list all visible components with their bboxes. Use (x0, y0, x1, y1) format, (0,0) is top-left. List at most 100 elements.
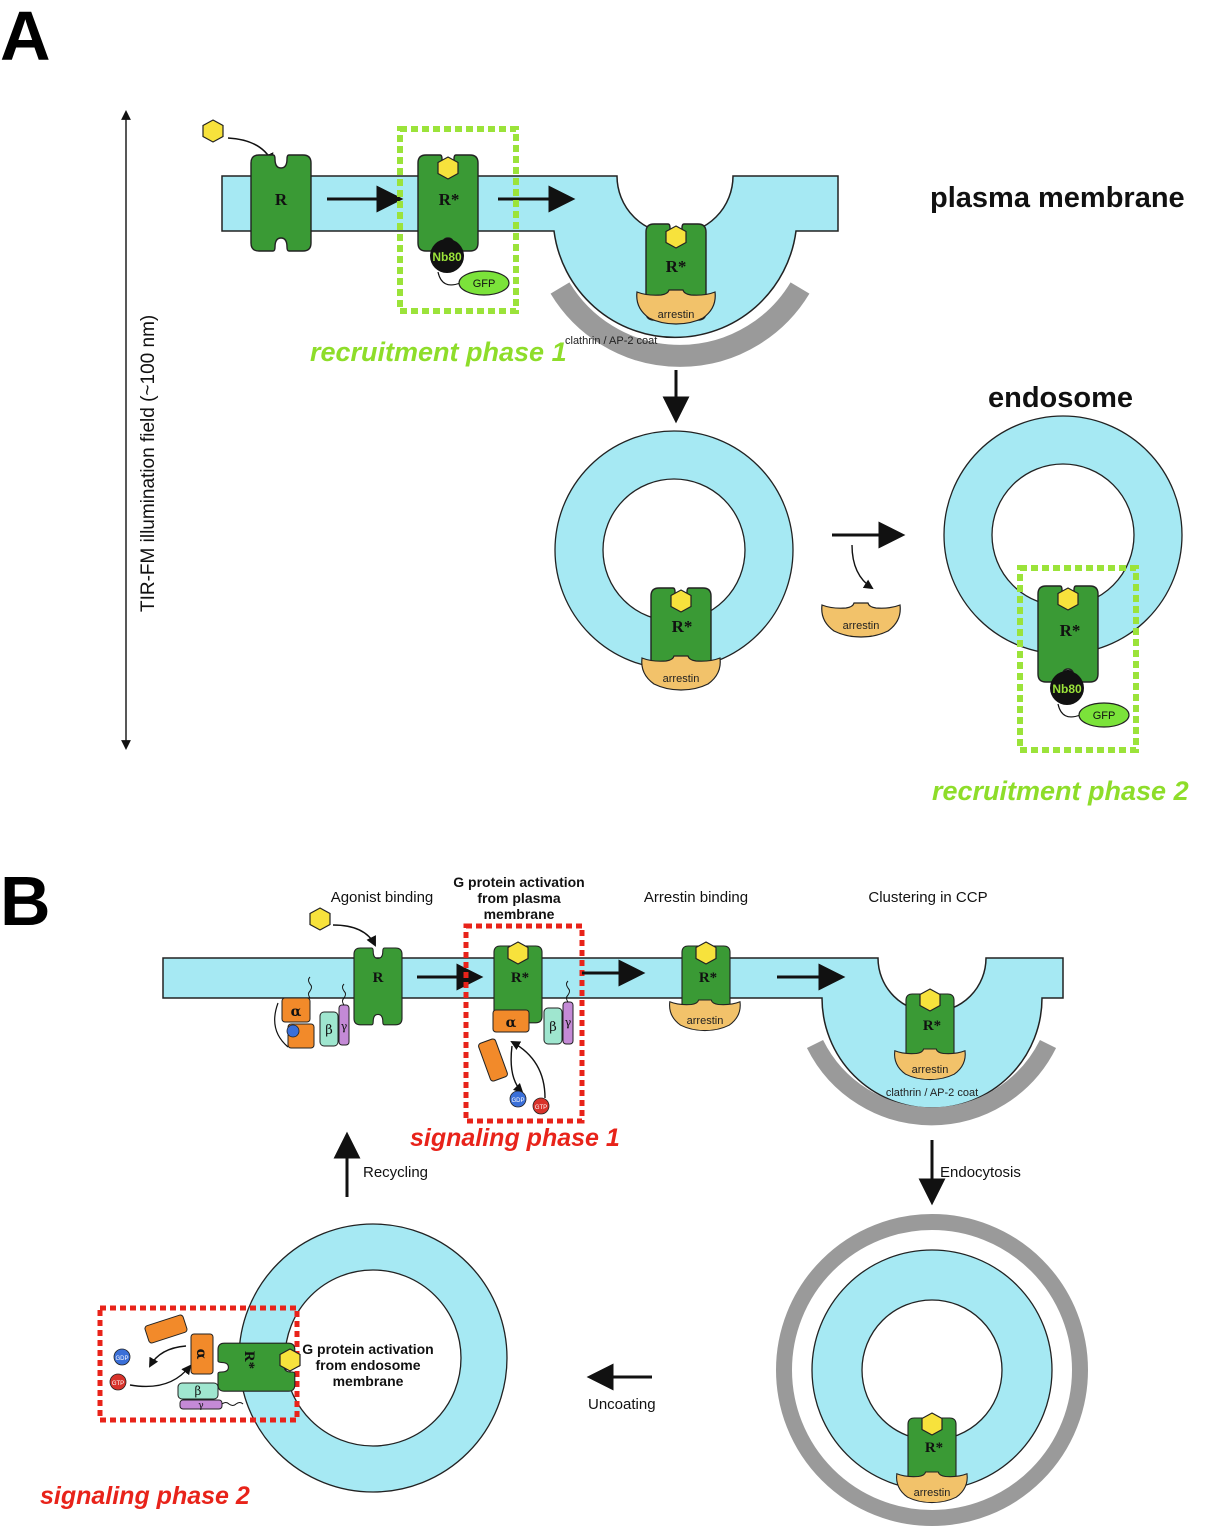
illumination-axis-label: TIR-FM illumination field (~100 nm) (138, 315, 159, 612)
arrestin-label: arrestin (912, 1064, 949, 1076)
arrestin-label: arrestin (658, 309, 695, 321)
gdp-icon (509, 1090, 527, 1108)
g-alpha-icon (492, 1009, 530, 1033)
recruitment-phase-1-label: recruitment phase 1 (310, 337, 567, 367)
receptor-label: R* (923, 1018, 941, 1034)
recruitment-phase-2-box (1017, 565, 1139, 753)
receptor-label: R (275, 190, 288, 209)
gdp-icon (286, 1024, 300, 1038)
receptor-label: R* (241, 1351, 257, 1369)
g-protein-inactive: α β γ (274, 976, 350, 1049)
g-gamma-label: γ (341, 1020, 348, 1033)
recruitment-phase-1-box (397, 126, 519, 314)
step-clustering: Clustering in CCP (868, 889, 987, 906)
recruitment-phase-2-label: recruitment phase 2 (932, 776, 1189, 806)
gtp-icon (532, 1097, 550, 1115)
g-gamma-label: γ (565, 1016, 572, 1029)
receptor-label: R* (666, 257, 687, 276)
receptor-label: R* (439, 190, 460, 209)
endocytosis-label: Endocytosis (940, 1164, 1021, 1181)
g-beta-label: β (325, 1023, 333, 1038)
panel-a-letter: A (0, 0, 51, 75)
clathrin-label-a: clathrin / AP-2 coat (565, 335, 657, 347)
endo-gprotein-line2: from endosome (315, 1357, 420, 1373)
signaling-phase-1-box (463, 923, 585, 1124)
clathrin-label-b: clathrin / AP-2 coat (886, 1087, 978, 1099)
g-alpha-icon (281, 997, 311, 1023)
g-beta-icon (319, 1011, 339, 1047)
receptor-active-endosome-1: R* arrestin (641, 587, 721, 691)
receptor-label: R (373, 970, 384, 986)
signaling-phase-1-label: signaling phase 1 (410, 1124, 620, 1152)
g-beta-label: β (549, 1020, 557, 1035)
arrestin-dissociation-arrow (851, 544, 874, 590)
g-beta-label: β (195, 1384, 202, 1398)
receptor-active-nb80-endosome: R* Nb80 GFP (1037, 585, 1130, 728)
nanobody-icon (1050, 671, 1084, 705)
uncoating-label: Uncoating (588, 1396, 656, 1413)
g-beta-icon (543, 1007, 563, 1045)
nanobody-icon (430, 239, 464, 273)
signaling-phase-2-label: signaling phase 2 (40, 1482, 250, 1510)
clathrin-coat-vesicle (776, 1214, 1088, 1526)
g-gamma-icon (179, 1399, 223, 1410)
g-beta-icon (177, 1382, 219, 1400)
gfp-label: GFP (473, 278, 496, 290)
receptor-label: R* (511, 970, 529, 986)
receptor-active-nb80-a: R* Nb80 GFP (417, 154, 510, 296)
step-agonist-binding: Agonist binding (331, 889, 434, 906)
gfp-icon (458, 270, 510, 296)
agonist-icon (665, 225, 687, 249)
arrestin-label: arrestin (843, 620, 880, 632)
receptor-label: R* (925, 1440, 943, 1456)
step-arrestin-binding: Arrestin binding (644, 889, 748, 906)
gfp-label: GFP (1093, 710, 1116, 722)
endosome-label: endosome (988, 382, 1133, 414)
step-gprotein-pm-line3: membrane (484, 906, 555, 922)
receptor-active-in-ccp-b: R* arrestin (894, 988, 966, 1081)
panel-b-letter: B (0, 862, 51, 940)
agonist-binding-arrow (332, 924, 376, 947)
receptor-inactive-b: R (353, 947, 403, 1026)
nanobody-label: Nb80 (1052, 682, 1082, 696)
gdp-label: GDP (115, 1356, 128, 1362)
gfp-icon (1078, 702, 1130, 728)
agonist-icon (309, 907, 331, 931)
arrestin-label: arrestin (663, 673, 700, 685)
receptor-inactive-a: R (250, 154, 312, 252)
plasma-membrane-label: plasma membrane (930, 182, 1185, 214)
receptor-label: R* (672, 617, 693, 636)
agonist-icon (437, 156, 459, 180)
gdp-icon (113, 1348, 131, 1366)
receptor-active-vesicle: R* arrestin (896, 1412, 968, 1504)
receptor-active-gprotein-endosome: R* α β γ GDP GTP (109, 1314, 301, 1411)
step-gprotein-pm-line1: G protein activation (453, 874, 584, 890)
agonist-icon (507, 941, 529, 965)
receptor-active-arrestin-b: R* arrestin (669, 941, 741, 1032)
agonist-icon (695, 941, 717, 965)
free-arrestin: arrestin (821, 602, 901, 638)
gdp-label: GDP (511, 1098, 524, 1104)
step-gprotein-pm-line2: from plasma (477, 890, 560, 906)
agonist-icon (670, 589, 692, 613)
g-alpha-label: α (506, 1015, 517, 1031)
recycling-label: Recycling (363, 1164, 428, 1181)
endo-gprotein-line3: membrane (333, 1373, 404, 1389)
g-alpha-icon (190, 1333, 214, 1375)
agonist-icon (919, 988, 941, 1012)
arrestin-label: arrestin (914, 1487, 951, 1499)
g-gamma-label: γ (198, 1401, 203, 1411)
arrestin-label: arrestin (687, 1015, 724, 1027)
gtp-icon (109, 1373, 127, 1391)
g-alpha-label: α (193, 1349, 209, 1360)
nanobody-label: Nb80 (432, 250, 462, 264)
gtp-label: GTP (112, 1381, 124, 1387)
receptor-label: R* (1060, 621, 1081, 640)
clathrin-coat-a (550, 282, 810, 367)
endo-gprotein-line1: G protein activation (302, 1341, 433, 1357)
clathrin-coat-b (806, 1039, 1057, 1126)
agonist-icon (279, 1348, 301, 1372)
g-alpha-label: α (291, 1004, 302, 1020)
receptor-label: R* (699, 970, 717, 986)
